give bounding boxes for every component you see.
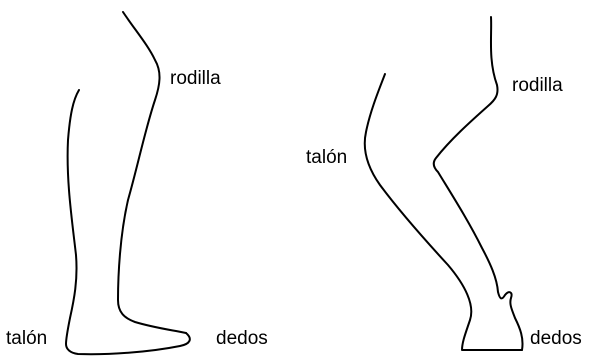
horse-heel-label: talón	[306, 147, 347, 168]
horse-knee-label: rodilla	[512, 75, 563, 96]
human-knee-label: rodilla	[170, 68, 221, 89]
horse-leg-figure	[365, 17, 523, 350]
human-toes-label: dedos	[216, 328, 268, 349]
human-leg-front-outline	[118, 12, 186, 333]
horse-leg-front-outline	[434, 17, 523, 350]
human-leg-figure	[66, 12, 190, 354]
human-leg-back-outline	[66, 90, 190, 354]
horse-toes-label: dedos	[530, 328, 582, 349]
horse-leg-back-outline	[365, 74, 522, 350]
human-heel-label: talón	[6, 328, 47, 349]
